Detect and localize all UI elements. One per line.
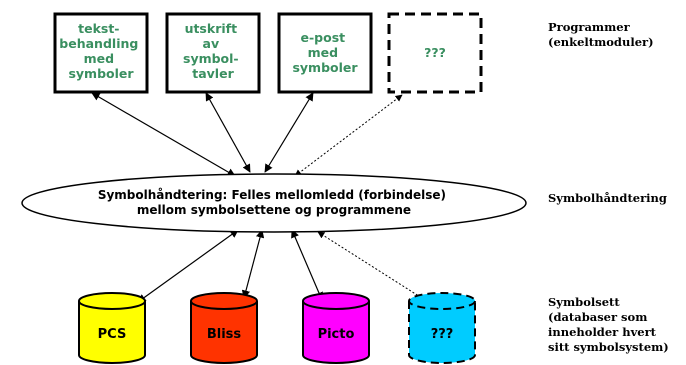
program-2-line-1: utskrift xyxy=(185,21,238,36)
side-programs-line-1: Programmer xyxy=(548,20,631,34)
database-picto-label: Picto xyxy=(318,327,355,342)
program-2-line-2: av xyxy=(203,36,220,51)
side-programs-line-2: (enkeltmoduler) xyxy=(548,35,654,49)
program-1-line-1: tekst- xyxy=(78,21,119,36)
program-1-line-3: med xyxy=(84,51,114,66)
program-3-line-2: med xyxy=(308,45,338,60)
connector-db-3 xyxy=(291,229,323,301)
database-pcs-label: PCS xyxy=(98,327,127,342)
svg-text:Programmer (enkeltmodule: Programmer (enkeltmoduler) xyxy=(548,20,654,49)
connector-db-2 xyxy=(241,229,265,299)
side-db-line-1: Symbolsett xyxy=(548,295,620,309)
program-box-2: utskrift av symbol- tavler xyxy=(165,12,261,94)
symbol-handling-hub: Symbolhåndtering: Felles mellomledd (for… xyxy=(21,173,527,233)
program-4-line-1: ??? xyxy=(424,45,446,60)
program-2-line-3: symbol- xyxy=(183,51,239,66)
database-pcs: PCS xyxy=(78,292,146,364)
svg-text:utskrift av symbol: utskrift av symbol- tavler xyxy=(183,21,243,81)
database-picto: Picto xyxy=(302,292,370,364)
svg-text:Symbolhåndtering: Felles mello: Symbolhåndtering: Felles mellomledd (for… xyxy=(98,188,450,217)
svg-text:e-post med symbole: e-post med symboler xyxy=(292,30,358,75)
database-bliss: Bliss xyxy=(190,292,258,364)
connector-program-2 xyxy=(205,92,251,173)
hub-line-1: Symbolhåndtering: Felles mellomledd (for… xyxy=(98,188,446,202)
program-1-line-2: behandling xyxy=(59,36,138,51)
side-db-line-3: inneholder hvert xyxy=(548,325,657,339)
side-label-databases: Symbolsett (databaser som inneholder hve… xyxy=(548,295,669,354)
svg-text:tekst- behandling: tekst- behandling med symboler xyxy=(59,21,142,81)
database-unknown-label: ??? xyxy=(431,327,454,342)
side-label-programs: Programmer (enkeltmoduler) xyxy=(548,20,654,49)
program-2-line-4: tavler xyxy=(192,66,234,81)
program-3-line-3: symboler xyxy=(292,60,358,75)
connector-db-4 xyxy=(317,231,426,301)
svg-text:???: ??? xyxy=(424,45,446,60)
database-bliss-label: Bliss xyxy=(207,327,242,342)
svg-text:Symbolsett (databaser so: Symbolsett (databaser som inneholder hve… xyxy=(548,295,669,354)
side-db-line-4: sitt symbolsystem) xyxy=(548,340,669,354)
side-label-hub: Symbolhåndtering xyxy=(548,191,667,205)
program-box-3: e-post med symboler xyxy=(277,12,373,94)
connector-program-4 xyxy=(294,94,403,177)
connector-program-3 xyxy=(264,92,314,173)
svg-text:Symbolhåndtering: Symbolhåndtering xyxy=(548,191,667,205)
program-3-line-1: e-post xyxy=(301,30,346,45)
database-unknown: ??? xyxy=(408,292,476,364)
side-hub-line-1: Symbolhåndtering xyxy=(548,191,667,205)
program-1-line-4: symboler xyxy=(68,66,134,81)
hub-line-2: mellom symbolsettene og programmene xyxy=(137,203,411,217)
connector-db-1 xyxy=(137,229,239,303)
side-db-line-2: (databaser som xyxy=(548,310,647,324)
program-box-1: tekst- behandling med symboler xyxy=(53,12,149,94)
program-box-4: ??? xyxy=(387,12,483,94)
